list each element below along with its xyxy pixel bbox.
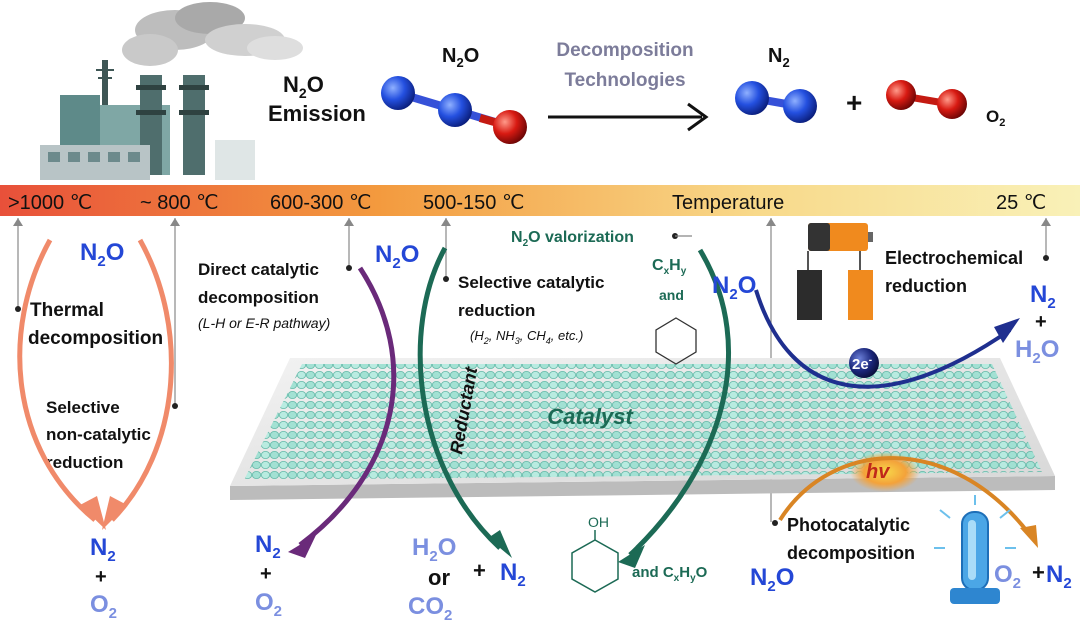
electro-arrowhead — [994, 318, 1020, 343]
scr-arrowhead — [488, 530, 512, 558]
photo-arrowhead — [1020, 525, 1038, 548]
photo-product-n2: N2 — [1046, 561, 1072, 592]
direct-catalytic-label-1: Direct catalytic — [198, 260, 319, 279]
n2o-molecule — [381, 76, 527, 144]
reaction-arrow — [548, 102, 709, 132]
and-label: and — [659, 287, 684, 303]
catalyst-label: Catalyst — [547, 404, 634, 429]
scr-product-or: or — [428, 565, 450, 590]
n2o-emission-label: N2O — [283, 72, 324, 101]
cxhy-label: CxHy — [652, 257, 687, 277]
thermal-decomposition-label-1: Thermal — [30, 300, 104, 321]
electro-arrow — [754, 289, 1012, 389]
thermal-arrows — [17, 238, 174, 522]
electro-product-n2: N2 — [1030, 281, 1056, 312]
photo-arrow — [778, 456, 1032, 537]
scr-product-co2: CO2 — [408, 593, 452, 624]
direct-catalytic-arrow — [298, 266, 397, 547]
temp-label-800: ~ 800 ℃ — [140, 192, 219, 214]
electron-ball — [849, 348, 879, 378]
o2-molecule — [886, 80, 967, 119]
photo-product-plus: + — [1032, 560, 1045, 585]
scr-product-n2: N2 — [500, 559, 526, 590]
thermal-arrowheads — [80, 496, 127, 530]
direct-catalytic-arrowhead — [288, 535, 316, 558]
battery-icon — [797, 223, 873, 320]
electrochemical-label-1: Electrochemical — [885, 248, 1023, 268]
sncr-label-1: Selective — [46, 398, 120, 417]
catalyst-plate — [230, 358, 1055, 500]
benzene-icon — [655, 317, 697, 365]
valorization-label: N2O valorization — [511, 229, 634, 249]
o2-label: O2 — [986, 107, 1005, 129]
plus-sign: + — [846, 87, 862, 118]
factory-illustration — [40, 2, 303, 180]
decomposition-technologies-line1: Decomposition — [556, 40, 693, 61]
decomposition-technologies-line2: Technologies — [564, 70, 685, 91]
phenol-icon — [571, 530, 619, 593]
sncr-label-3: reduction — [46, 453, 123, 472]
hv-label: hv — [866, 461, 891, 483]
direct-product-n2: N2 — [255, 531, 281, 562]
valorization-arrowhead — [618, 545, 645, 568]
direct-product-o2: O2 — [255, 589, 282, 620]
temp-label-500-150: 500-150 ℃ — [423, 192, 524, 214]
electro-product-h2o: H2O — [1015, 336, 1059, 367]
scr-label-1: Selective catalytic — [458, 273, 604, 292]
temperature-bar — [0, 185, 1080, 216]
thermal-product-n2: N2 — [90, 534, 116, 565]
electrochemical-label-2: reduction — [885, 276, 967, 296]
direct-product-plus: + — [260, 563, 272, 585]
n2o-electro-source: N2O — [712, 272, 756, 303]
n2-molecule — [735, 81, 817, 123]
scr-label-2: reduction — [458, 301, 535, 320]
n2o-molecule-label: N2O — [442, 45, 479, 70]
scr-product-plus: + — [473, 558, 486, 583]
thermal-decomposition-label-2: decomposition — [28, 328, 163, 349]
thermal-product-o2: O2 — [90, 591, 117, 622]
scr-arrow — [417, 246, 502, 550]
scr-reductants: (H2, NH3, CH4, etc.) — [470, 328, 583, 346]
electro-product-plus: + — [1035, 311, 1047, 333]
pointer-dots — [15, 233, 1049, 526]
uv-lamp-icon — [934, 495, 1016, 604]
emission-word: Emission — [268, 101, 366, 126]
temp-label-1000: >1000 ℃ — [8, 192, 92, 214]
direct-catalytic-pathway: (L-H or E-R pathway) — [198, 315, 330, 331]
temp-label-600-300: 600-300 ℃ — [270, 192, 371, 214]
photocatalytic-label-1: Photocatalytic — [787, 515, 910, 535]
n2o-scr-source: N2O — [375, 241, 419, 272]
temperature-axis-title: Temperature — [672, 192, 784, 214]
photo-product-o2: O2 — [994, 561, 1021, 592]
n2o-thermal-source: N2O — [80, 239, 124, 270]
two-electron-label: 2e- — [852, 355, 872, 373]
n2-label: N2 — [768, 45, 790, 70]
oh-label: OH — [588, 514, 609, 530]
scr-product-h2o: H2O — [412, 534, 456, 565]
valorization-arrow — [628, 248, 731, 557]
thermal-product-plus: + — [95, 566, 107, 588]
sncr-label-2: non-catalytic — [46, 425, 151, 444]
photocatalytic-label-2: decomposition — [787, 543, 915, 563]
direct-catalytic-label-2: decomposition — [198, 288, 319, 307]
temp-label-25: 25 ℃ — [996, 192, 1046, 214]
cxhyo-label: and CxHyO — [632, 564, 708, 584]
pointer-arrowheads — [13, 218, 1051, 226]
n2o-photo-source: N2O — [750, 564, 794, 595]
